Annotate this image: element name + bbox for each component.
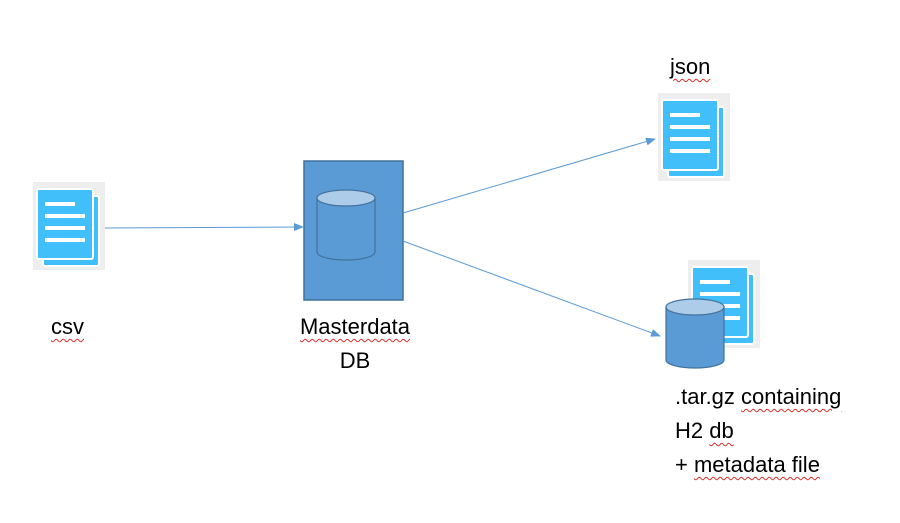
archive-label-line1-word: containing: [741, 384, 842, 409]
archive-label-line3: + metadata file: [675, 448, 841, 482]
archive-label: .tar.gz containing H2 db + metadata file: [675, 380, 841, 482]
masterdata-label: Masterdata DB: [270, 310, 440, 378]
archive-label-line1-prefix: .tar.gz: [675, 384, 742, 409]
arrow-csv-to-db: [104, 223, 304, 232]
json-label: json: [670, 54, 711, 79]
csv-label: csv: [51, 314, 84, 339]
masterdata-database-icon: [316, 189, 376, 261]
archive-database-icon: [665, 298, 725, 369]
archive-label-line2-prefix: H2: [675, 418, 710, 443]
masterdata-label-line2: DB: [339, 348, 371, 373]
arrow-db-to-json: [402, 137, 656, 214]
archive-label-line2-word: db: [709, 418, 734, 443]
archive-label-line3-word: metadata file: [693, 452, 820, 477]
archive-label-line3-prefix: +: [675, 452, 694, 477]
arrow-db-to-archive: [402, 240, 661, 337]
csv-document-icon: [33, 182, 105, 270]
json-document-icon: [658, 93, 730, 181]
masterdata-db-box: [303, 160, 404, 301]
archive-label-line2: H2 db: [675, 414, 841, 448]
masterdata-label-line1: Masterdata: [299, 314, 411, 339]
archive-label-line1: .tar.gz containing: [675, 380, 841, 414]
